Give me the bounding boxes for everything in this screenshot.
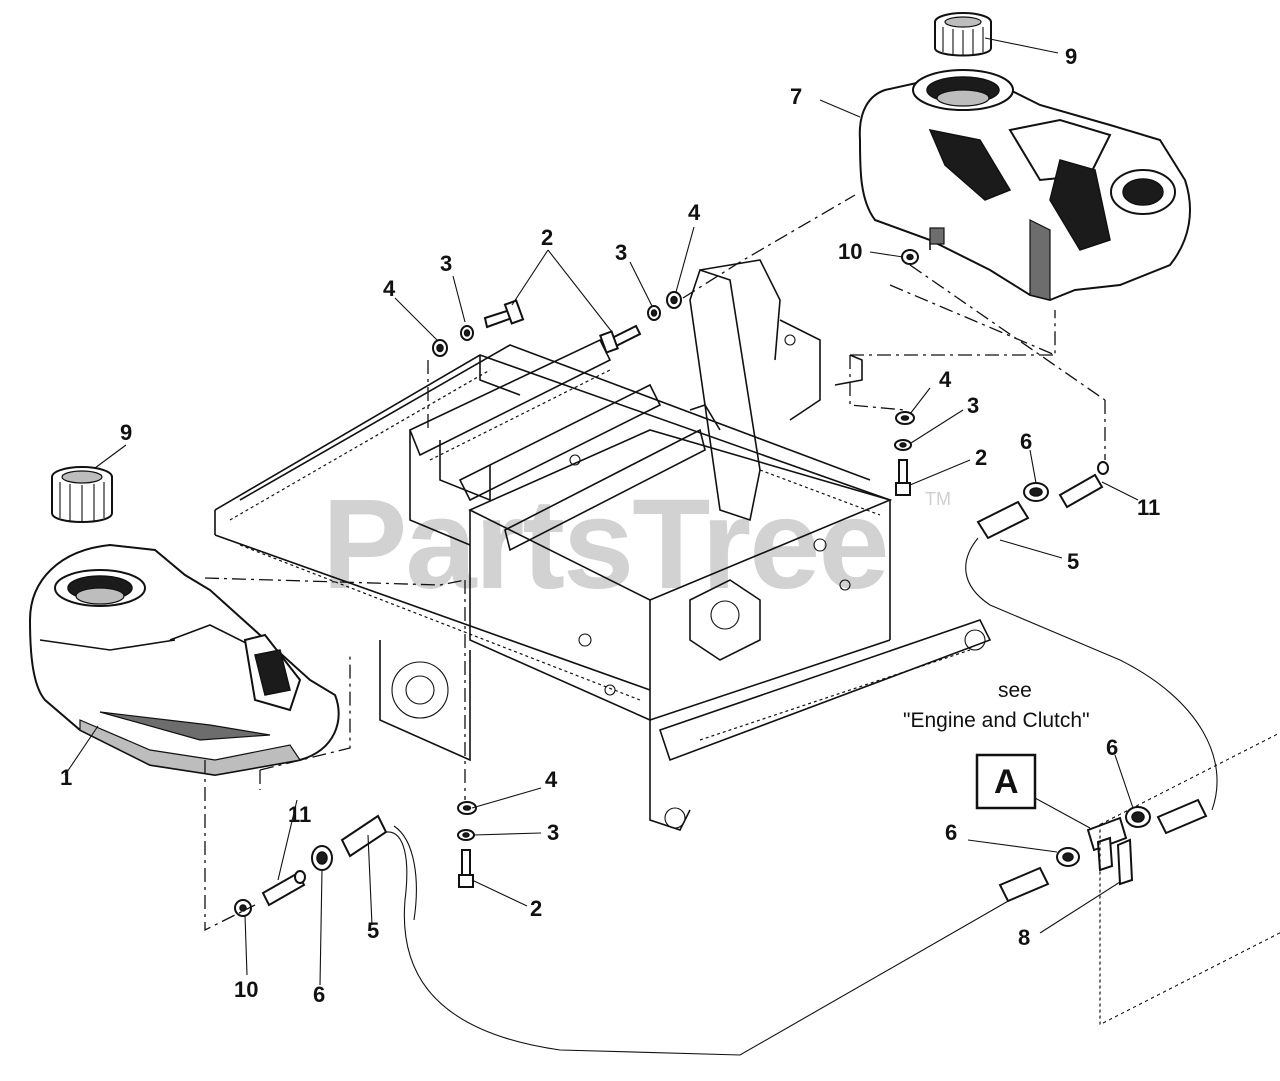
hardware [234, 249, 1208, 917]
callouts: 1 2 2 2 3 3 3 3 4 4 4 4 5 5 6 6 6 6 7 8 … [60, 44, 1160, 1007]
fuel-cap-left [51, 466, 113, 523]
callout-4: 4 [939, 367, 952, 392]
reference-note-title: "Engine and Clutch" [903, 709, 1090, 732]
mower-frame [214, 259, 992, 831]
callout-10: 10 [838, 239, 862, 264]
callout-4: 4 [545, 767, 558, 792]
callout-4: 4 [383, 276, 396, 301]
callout-2: 2 [975, 445, 987, 470]
callout-5: 5 [367, 918, 379, 943]
fuel-lines [385, 537, 1280, 1056]
callout-2: 2 [530, 896, 542, 921]
right-fuel-tank [858, 69, 1191, 302]
callout-10: 10 [234, 977, 258, 1002]
callout-6: 6 [1106, 735, 1118, 760]
watermark-text: PartsTree [322, 473, 888, 616]
callout-9: 9 [120, 420, 132, 445]
watermark-trademark: TM [925, 489, 951, 509]
callout-8: 8 [1018, 925, 1030, 950]
fuel-cap-right [934, 12, 992, 57]
callout-11: 11 [288, 802, 311, 827]
leader-lines [64, 37, 1139, 986]
assembly-lines [204, 194, 1106, 932]
callout-3: 3 [547, 820, 559, 845]
callout-1: 1 [60, 765, 72, 790]
callout-3: 3 [615, 240, 627, 265]
left-fuel-tank [28, 543, 340, 777]
callout-5: 5 [1067, 549, 1079, 574]
callout-11: 11 [1137, 495, 1160, 520]
engine-clutch-reference: see "Engine and Clutch" A [903, 679, 1091, 829]
callout-6: 6 [1020, 429, 1032, 454]
callout-7: 7 [790, 84, 802, 109]
reference-letter: A [994, 763, 1019, 801]
callout-3: 3 [440, 251, 452, 276]
callout-9: 9 [1065, 44, 1077, 69]
reference-note-see: see [998, 679, 1032, 702]
callout-6: 6 [313, 982, 325, 1007]
callout-2: 2 [541, 225, 553, 250]
callout-4: 4 [688, 200, 701, 225]
reference-box [975, 753, 1037, 810]
callout-3: 3 [967, 393, 979, 418]
callout-6: 6 [945, 820, 957, 845]
